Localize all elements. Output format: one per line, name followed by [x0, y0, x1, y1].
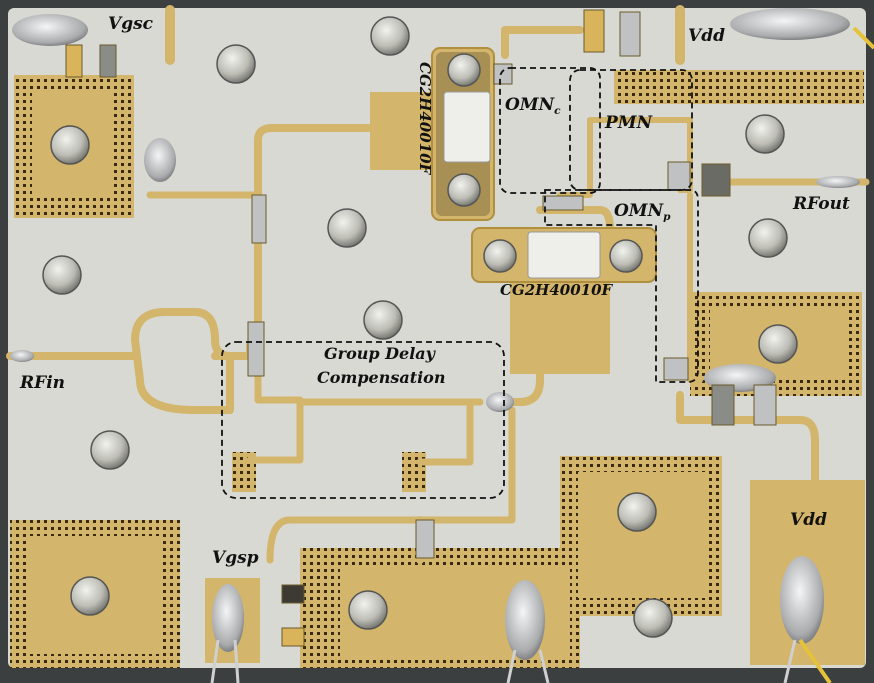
wires: [210, 639, 797, 683]
omn-c-label: OMNc: [505, 95, 561, 117]
vgsc-label: Vgsc: [108, 14, 153, 34]
omn-p-label: OMNp: [614, 201, 671, 223]
yellow-wire: [798, 26, 874, 683]
smd-components: [65, 9, 777, 647]
omn-p-subscript: p: [663, 210, 671, 223]
mounting-screws: [42, 16, 798, 638]
group-delay-label-line1: Group Delay: [324, 344, 435, 363]
pmn-label: PMN: [605, 113, 653, 133]
transistor-top: [431, 47, 495, 221]
omn-c-main: OMN: [505, 95, 555, 115]
omn-c-box: [499, 67, 601, 194]
transistor-top-label: CG2H40010F: [416, 62, 434, 175]
omn-p-main: OMN: [614, 201, 664, 221]
rfin-label: RFin: [20, 373, 66, 393]
group-delay-box: [221, 341, 505, 499]
transistor-bottom: [471, 227, 657, 283]
vgsp-label: Vgsp: [212, 548, 259, 568]
vdd-top-label: Vdd: [688, 26, 725, 46]
ground-planes: [10, 70, 865, 668]
rfout-label: RFout: [793, 194, 850, 214]
omn-c-subscript: c: [554, 104, 561, 117]
group-delay-label-line2: Compensation: [317, 368, 446, 387]
vdd-bottom-label: Vdd: [790, 510, 827, 530]
dashed-boxes: [221, 67, 699, 499]
transistor-bottom-label: CG2H40010F: [500, 281, 613, 299]
